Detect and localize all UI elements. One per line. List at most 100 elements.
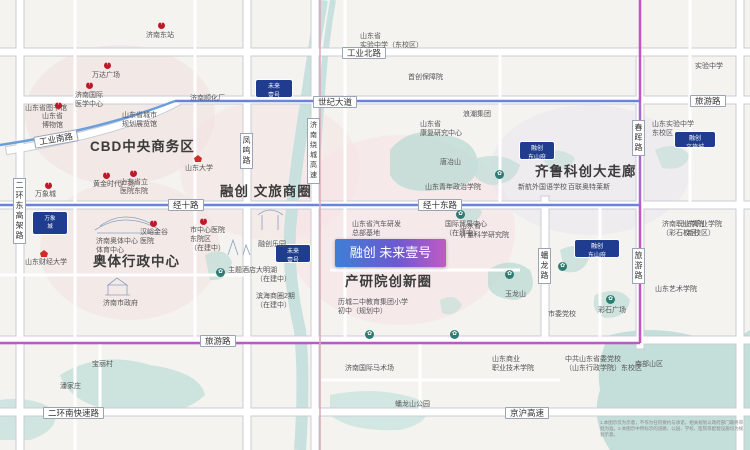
project-badge-c-label: 融创 东山府 bbox=[527, 146, 546, 161]
disclaimer-note: 1.本图示仅为示意，不作为任何要约与承诺，相关规划以政府部门最终审批为准。2.本… bbox=[600, 420, 744, 437]
road-label-jingshi-west: 经十路 bbox=[168, 199, 204, 211]
poi-marker bbox=[150, 218, 157, 227]
park-icon: ✿ bbox=[365, 330, 374, 339]
poi-p44: 潘家庄 bbox=[60, 383, 81, 390]
poi-p33: 山东省 康复研究中心 bbox=[420, 121, 462, 137]
poi-p22: 主题酒店 bbox=[228, 267, 256, 274]
poi-p19: 大明湖 （在建中） bbox=[256, 267, 291, 283]
poi-p5: 济南顺化厂 bbox=[190, 95, 225, 102]
poi-p37: 市委党校 bbox=[548, 311, 576, 318]
road-label-gongye-north: 工业北路 bbox=[342, 47, 387, 59]
project-badge-d[interactable]: 融创 东山府 bbox=[575, 240, 619, 259]
road-label-jinan-raocheng: 济南绕城高速 bbox=[307, 118, 320, 184]
road-label-xuelong: 蟠龙路 bbox=[538, 248, 551, 284]
district-sports: 奥体行政中心 bbox=[93, 254, 180, 269]
poi-p15: 济南市政府 bbox=[103, 300, 138, 307]
poi-p30: 山东省 实验中学（东校区） bbox=[360, 33, 423, 49]
poi-p40: 中共山东省委党校 （山东行政学院）东校区 bbox=[565, 356, 642, 372]
poi-p25: 山东省 计量科学研究院 bbox=[460, 223, 509, 239]
road-label-erhuan-east: 二环东高架路 bbox=[13, 178, 26, 244]
poi-p13: 汉峪金谷 医院 bbox=[140, 229, 168, 245]
poi-p17: 济南奥体中心 体育中心 bbox=[96, 238, 138, 254]
poi-p1: 济南东站 bbox=[146, 32, 174, 39]
project-badge-b-label: 未来 壹号 bbox=[267, 84, 280, 99]
poi-p27: 山东青年政治学院 bbox=[425, 184, 481, 191]
poi-marker bbox=[200, 216, 207, 225]
road-label-century-ave: 世纪大道 bbox=[313, 96, 358, 108]
poi-p36: 彩石广场 bbox=[598, 307, 626, 314]
poi-p18: 融创乐园 bbox=[258, 241, 286, 248]
poi-p11: 山东省立 医院东院 bbox=[120, 179, 148, 195]
poi-p34: 唐冶山 bbox=[440, 159, 461, 166]
poi-p9: 万象城 bbox=[35, 191, 56, 198]
project-badge-f[interactable]: 未来 壹号 bbox=[276, 245, 310, 264]
poi-p50: 山东实验中学 东校区 bbox=[652, 121, 694, 137]
road-label-lvyou-east: 旅游路 bbox=[690, 95, 726, 107]
poi-p46: 山东艺术学院 bbox=[655, 286, 697, 293]
district-corridor: 齐鲁科创大走廊 bbox=[535, 164, 637, 179]
road-label-erhuan-south: 二环南快速路 bbox=[43, 407, 105, 419]
poi-p47: 实验中学 bbox=[695, 63, 723, 70]
poi-p48: 山东职业学院 （新校区） bbox=[680, 221, 722, 237]
poi-p24: 山东省汽车研发 总部基地 bbox=[352, 221, 401, 237]
project-badge-a[interactable]: 万象 城 bbox=[33, 212, 67, 234]
poi-marker bbox=[55, 100, 62, 109]
poi-p35: 玉龙山 bbox=[505, 291, 526, 298]
poi-p10: 黄金时代广场 bbox=[93, 181, 135, 188]
project-badge-d-label: 融创 东山府 bbox=[587, 244, 606, 259]
poi-p26: 国际贸易中心 （在建中） bbox=[445, 221, 487, 237]
project-badge-c[interactable]: 融创 东山府 bbox=[520, 142, 554, 161]
project-badge-a-label: 万象 城 bbox=[44, 216, 56, 230]
poi-p29: 百联奥特莱斯 bbox=[568, 184, 610, 191]
poi-marker bbox=[130, 168, 137, 177]
road-label-fengming: 凤鸣路 bbox=[240, 133, 253, 169]
poi-p31: 首创保障院 bbox=[408, 74, 443, 81]
poi-p21: 滨海商圈2期 （在建中） bbox=[256, 293, 295, 309]
poi-p43: 南部山区 bbox=[635, 361, 663, 368]
district-culture: 融创 文旅商圈 bbox=[220, 184, 312, 199]
poi-p42: 宝丽村 bbox=[92, 361, 113, 368]
poi-marker bbox=[86, 80, 93, 89]
road-label-lvyou-west: 旅游路 bbox=[200, 335, 236, 347]
road-label-jinghu: 京沪高速 bbox=[505, 407, 550, 419]
poi-marker bbox=[158, 20, 165, 29]
poi-p32: 浪潮集团 bbox=[463, 111, 491, 118]
park-icon: ✿ bbox=[495, 170, 504, 179]
hero-project-label[interactable]: 融创 未来壹号 bbox=[335, 239, 446, 267]
poi-marker bbox=[104, 60, 111, 69]
poi-p7: 山东省城市 规划展览馆 bbox=[122, 112, 157, 128]
park-icon: ✿ bbox=[606, 295, 615, 304]
school-marker bbox=[194, 155, 202, 162]
project-badge-f-label: 未来 壹号 bbox=[286, 249, 299, 264]
poi-p39: 山东商业 职业技术学院 bbox=[492, 356, 534, 372]
poi-p14: 市中心医院 东院区 （在建中） bbox=[190, 227, 225, 252]
poi-p23: 历城二中教育集团小学 初中（规划中） bbox=[338, 299, 408, 315]
poi-p12: 山东大学 bbox=[185, 165, 213, 172]
poi-p2: 万达广场 bbox=[92, 72, 120, 79]
project-badge-e[interactable]: 融创 文旅城 bbox=[675, 132, 715, 151]
poi-marker bbox=[103, 170, 110, 179]
poi-p16: 山东财经大学 bbox=[25, 259, 67, 266]
project-badge-e-label: 融创 文旅城 bbox=[685, 136, 704, 151]
park-icon: ✿ bbox=[216, 268, 225, 277]
poi-p6: 山东省 博物馆 bbox=[42, 113, 63, 129]
school-marker bbox=[40, 250, 48, 257]
park-icon: ✿ bbox=[450, 330, 459, 339]
park-icon: ✿ bbox=[558, 262, 567, 271]
park-icon: ✿ bbox=[456, 210, 465, 219]
poi-p45: 蟠龙山公园 bbox=[395, 401, 430, 408]
poi-marker bbox=[45, 180, 52, 189]
poi-p28: 新航外国语学校 bbox=[518, 184, 567, 191]
poi-p4: 济南国际 医学中心 bbox=[75, 92, 103, 108]
district-cbd: CBD中央商务区 bbox=[90, 139, 195, 154]
poi-p41: 济南国际马术场 bbox=[345, 365, 394, 372]
poi-p38: 济南职业学院 （彩石校区） bbox=[662, 221, 704, 237]
road-label-chunhui: 春晖路 bbox=[632, 120, 645, 156]
road-label-jingshi-east: 经十东路 bbox=[418, 199, 463, 211]
poi-p3: 山东省图书馆 bbox=[25, 105, 67, 112]
road-label-lvyou-v: 旅游路 bbox=[632, 248, 645, 284]
project-badge-b[interactable]: 未来 壹号 bbox=[256, 80, 292, 99]
park-icon: ✿ bbox=[505, 270, 514, 279]
district-innovation: 产研院创新圈 bbox=[345, 274, 432, 289]
